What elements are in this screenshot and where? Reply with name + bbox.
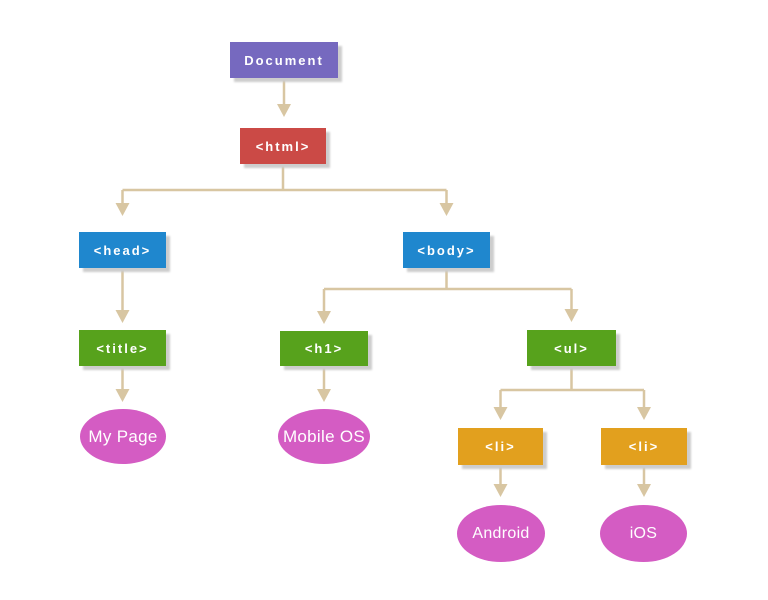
connector-body-split	[322, 268, 573, 311]
node-head-tag: <head>	[79, 232, 166, 268]
node-text-my-page: My Page	[80, 409, 166, 464]
node-text-mobile-os: Mobile OS	[278, 409, 370, 464]
node-title-tag: <title>	[79, 330, 166, 366]
node-body-tag: <body>	[403, 232, 490, 268]
node-li-tag-1: <li>	[458, 428, 543, 465]
node-h1-tag: <h1>	[280, 331, 368, 366]
node-html-tag: <html>	[240, 128, 326, 164]
node-li-tag-2: <li>	[601, 428, 687, 465]
arrowheads	[115, 104, 651, 497]
connector-html-split	[121, 164, 448, 203]
node-text-ios: iOS	[600, 505, 687, 562]
connector-ul-split	[499, 366, 646, 407]
node-text-android: Android	[457, 505, 545, 562]
node-ul-tag: <ul>	[527, 330, 616, 366]
node-document: Document	[230, 42, 338, 78]
